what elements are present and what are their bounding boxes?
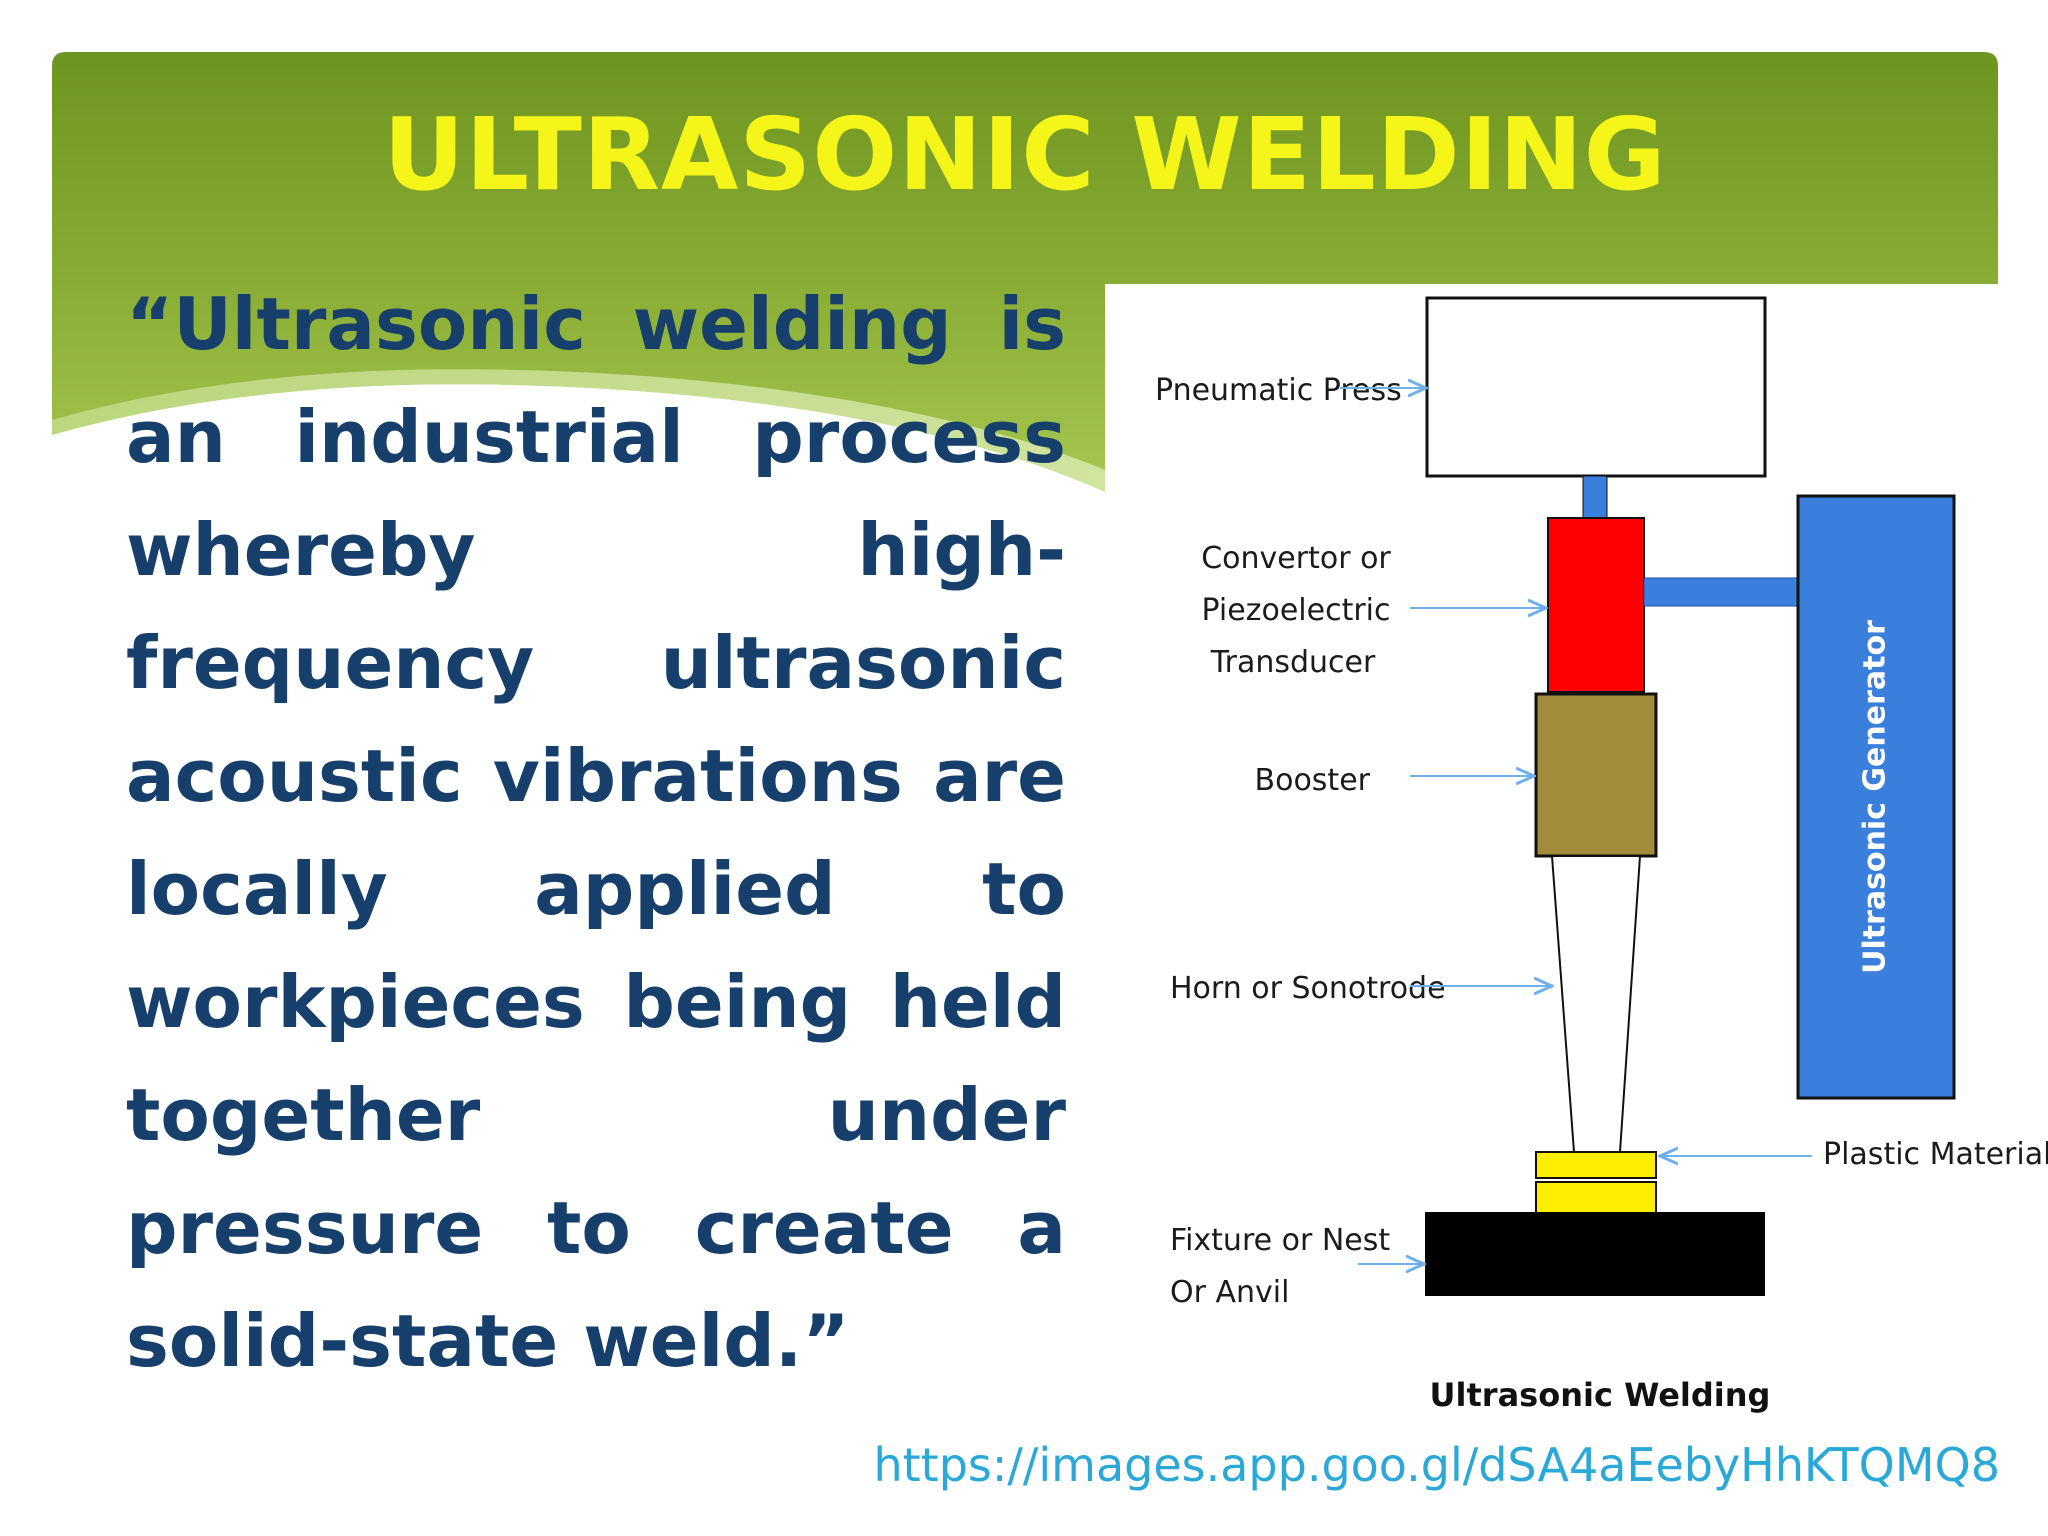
generator-connector bbox=[1643, 577, 1801, 607]
label-convertor-1: Convertor or bbox=[1201, 541, 1391, 576]
transducer-block bbox=[1547, 517, 1645, 693]
ultrasonic-generator-block bbox=[1796, 494, 1956, 1100]
definition-text: “Ultrasonic welding is an industrial pro… bbox=[126, 282, 1066, 1383]
slide-title: ULTRASONIC WELDING bbox=[383, 96, 1667, 213]
label-booster: Booster bbox=[1255, 763, 1371, 798]
horn-sonotrode bbox=[1550, 855, 1642, 1153]
label-convertor-2: Piezoelectric bbox=[1202, 593, 1391, 628]
label-fixture-2: Or Anvil bbox=[1170, 1275, 1289, 1310]
source-link[interactable]: https://images.app.goo.gl/dSA4aEebyHhKTQ… bbox=[873, 1438, 2000, 1492]
label-plastic-materials: Plastic Materials bbox=[1823, 1137, 2048, 1172]
label-pneumatic-press: Pneumatic Press bbox=[1155, 373, 1402, 408]
press-stem bbox=[1582, 475, 1608, 521]
label-horn: Horn or Sonotrode bbox=[1170, 971, 1446, 1006]
booster-block bbox=[1534, 692, 1658, 858]
label-fixture-1: Fixture or Nest bbox=[1170, 1223, 1390, 1258]
diagram-caption: Ultrasonic Welding bbox=[1430, 1376, 1771, 1414]
generator-label: Ultrasonic Generator bbox=[1858, 620, 1893, 974]
anvil-block bbox=[1425, 1212, 1765, 1296]
label-convertor-3: Transducer bbox=[1210, 645, 1376, 680]
plastic-material-top bbox=[1535, 1151, 1657, 1179]
pneumatic-press-block bbox=[1425, 296, 1767, 478]
